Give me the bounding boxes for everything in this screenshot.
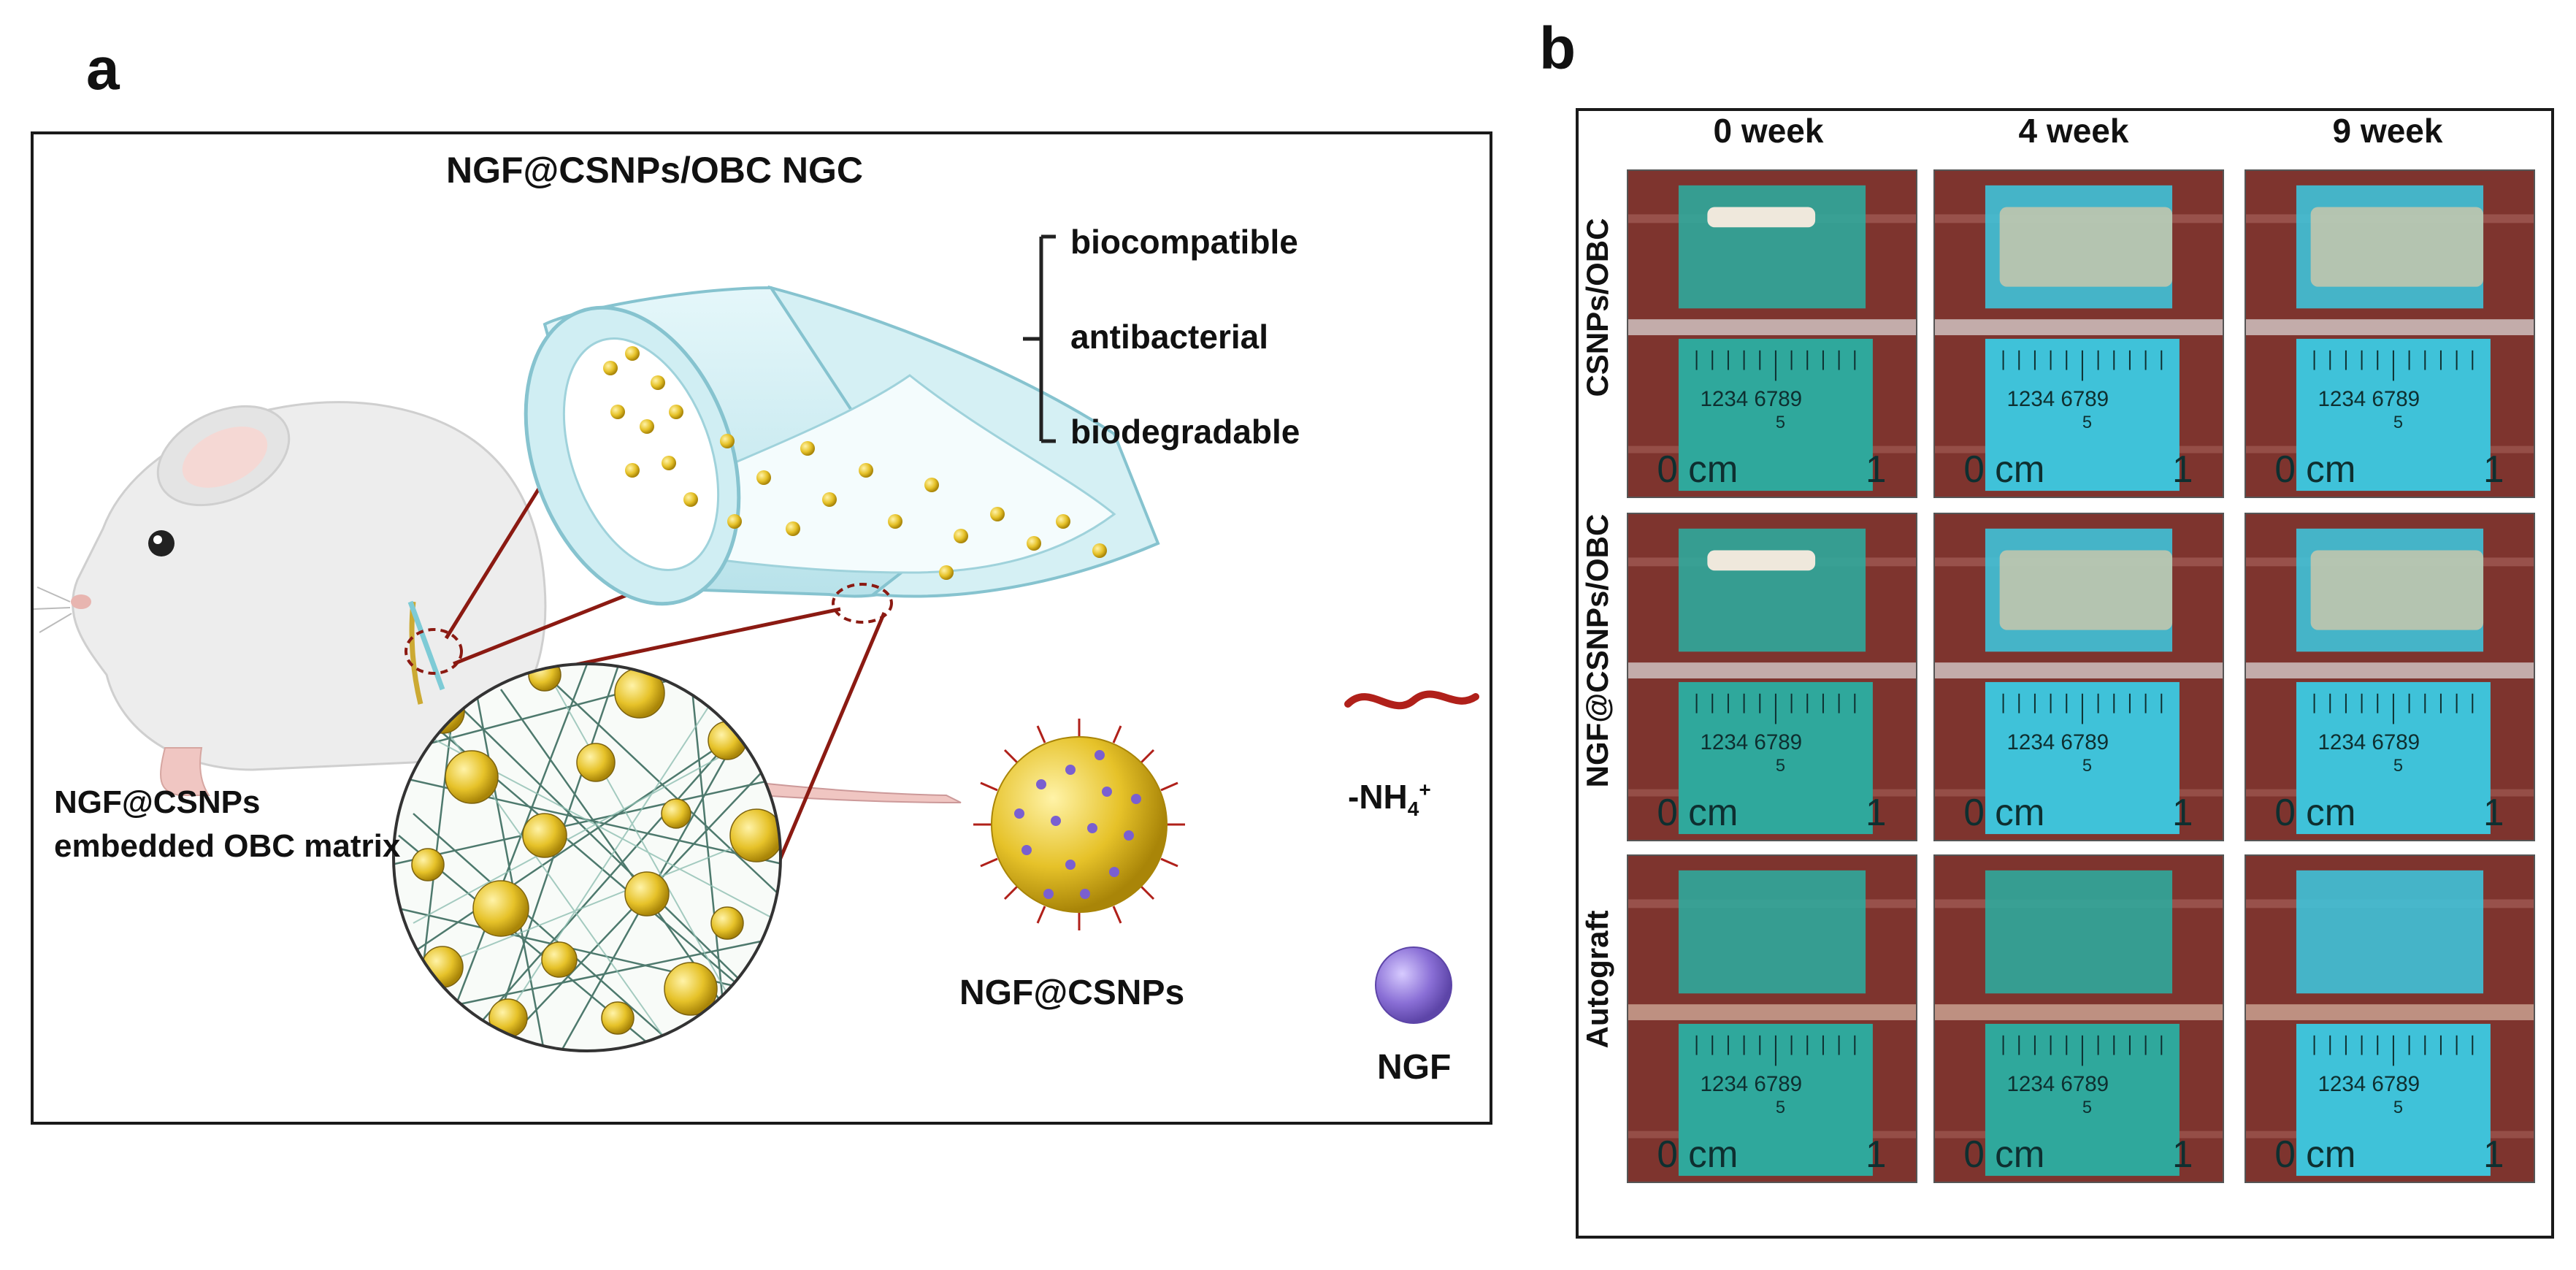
ruler-digits: 1234 6789 (2007, 387, 2109, 411)
photo-ngf-csnps-obc-9-week: 1234 6789 5 0 cm 1 (2245, 513, 2535, 841)
panel-a-frame: NGF@CSNPs/OBC NGC biocompatible antibact… (31, 131, 1492, 1125)
ruler-zero: 0 cm (2274, 448, 2355, 490)
nanoparticle-label: NGF@CSNPs (959, 973, 1185, 1012)
ruler-digits: 1234 6789 (2318, 1072, 2420, 1096)
ruler-mid: 5 (2393, 1098, 2403, 1117)
ruler-one: 1 (2483, 1133, 2504, 1175)
column-head-0-week: 0 week (1713, 112, 1824, 150)
row-head-csnps-obc: CSNPs/OBC (1580, 218, 1614, 397)
panel-a-letter: a (86, 36, 120, 102)
panel-b-frame: 0 week 4 week 9 week CSNPs/OBC NGF@CSNPs… (1576, 108, 2554, 1239)
photo-csnps-obc-9-week: 1234 6789 5 0 cm 1 (2245, 169, 2535, 498)
ammonium-label: -NH4+ (1348, 778, 1431, 821)
ruler-mid: 5 (2082, 1098, 2092, 1117)
ruler-digits: 1234 6789 (2007, 730, 2109, 754)
ruler-one: 1 (1866, 448, 1886, 490)
connector-line (773, 612, 886, 873)
property-antibacterial: antibacterial (1070, 318, 1268, 356)
row-head-ngf-csnps-obc: NGF@CSNPs/OBC (1580, 513, 1614, 788)
row-head-autograft: Autograft (1580, 910, 1614, 1049)
property-biodegradable: biodegradable (1070, 413, 1300, 451)
photo-ngf-csnps-obc-4-week: 1234 6789 5 0 cm 1 (1933, 513, 2224, 841)
photo-ngf-csnps-obc-0-week: 1234 6789 5 0 cm 1 (1627, 513, 1917, 841)
conduit-title: NGF@CSNPs/OBC NGC (446, 150, 864, 191)
ruler-zero: 0 cm (1963, 791, 2044, 833)
photo-autograft-4-week: 1234 6789 5 0 cm 1 (1933, 854, 2224, 1183)
ruler-digits: 1234 6789 (2318, 387, 2420, 411)
ruler-digits: 1234 6789 (2007, 1072, 2109, 1096)
property-brace (1023, 234, 1056, 443)
ruler-mid: 5 (2393, 413, 2403, 432)
ruler-mid: 5 (1776, 1098, 1785, 1117)
matrix-label-line2: embedded OBC matrix (54, 828, 401, 864)
ruler-one: 1 (1866, 1133, 1886, 1175)
ruler-zero: 0 cm (1963, 1133, 2044, 1175)
ruler-zero: 0 cm (2274, 791, 2355, 833)
photo-autograft-9-week: 1234 6789 5 0 cm 1 (2245, 854, 2535, 1183)
ruler-zero: 0 cm (1657, 791, 1738, 833)
ruler-one: 1 (2483, 448, 2504, 490)
matrix-label-line1: NGF@CSNPs (54, 784, 261, 820)
ruler-one: 1 (1866, 791, 1886, 833)
mouse-illustration (34, 401, 962, 803)
ruler-one: 1 (2172, 791, 2193, 833)
ruler-mid: 5 (2393, 757, 2403, 776)
ruler-digits: 1234 6789 (1701, 1072, 1803, 1096)
ruler-mid: 5 (1776, 757, 1785, 776)
ruler-mid: 5 (1776, 413, 1785, 432)
column-head-4-week: 4 week (2018, 112, 2129, 150)
nanoparticle-illustration (973, 719, 1185, 930)
ruler-zero: 0 cm (2274, 1133, 2355, 1175)
photo-csnps-obc-0-week: 1234 6789 5 0 cm 1 (1627, 169, 1917, 498)
ruler-one: 1 (2172, 448, 2193, 490)
connector-line (544, 607, 841, 673)
conduit-illustration (524, 285, 1160, 624)
column-head-9-week: 9 week (2332, 112, 2443, 150)
panel-b-letter: b (1539, 15, 1576, 82)
ruler-digits: 1234 6789 (2318, 730, 2420, 754)
ammonium-chain-icon (1344, 690, 1479, 710)
ruler-zero: 0 cm (1657, 1133, 1738, 1175)
matrix-circle (394, 664, 781, 1051)
ruler-digits: 1234 6789 (1701, 730, 1803, 754)
property-biocompatible: biocompatible (1070, 223, 1298, 261)
ruler-mid: 5 (2082, 413, 2092, 432)
ruler-digits: 1234 6789 (1701, 387, 1803, 411)
ngf-sphere-icon (1375, 946, 1452, 1024)
ruler-zero: 0 cm (1657, 448, 1738, 490)
ruler-zero: 0 cm (1963, 448, 2044, 490)
ngf-label: NGF (1377, 1048, 1452, 1087)
ruler-one: 1 (2172, 1133, 2193, 1175)
photo-csnps-obc-4-week: 1234 6789 5 0 cm 1 (1933, 169, 2224, 498)
matrix-circle-outline (392, 662, 782, 1052)
ruler-mid: 5 (2082, 757, 2092, 776)
ruler-one: 1 (2483, 791, 2504, 833)
photo-autograft-0-week: 1234 6789 5 0 cm 1 (1627, 854, 1917, 1183)
panel-a-illustration (34, 234, 1479, 1052)
